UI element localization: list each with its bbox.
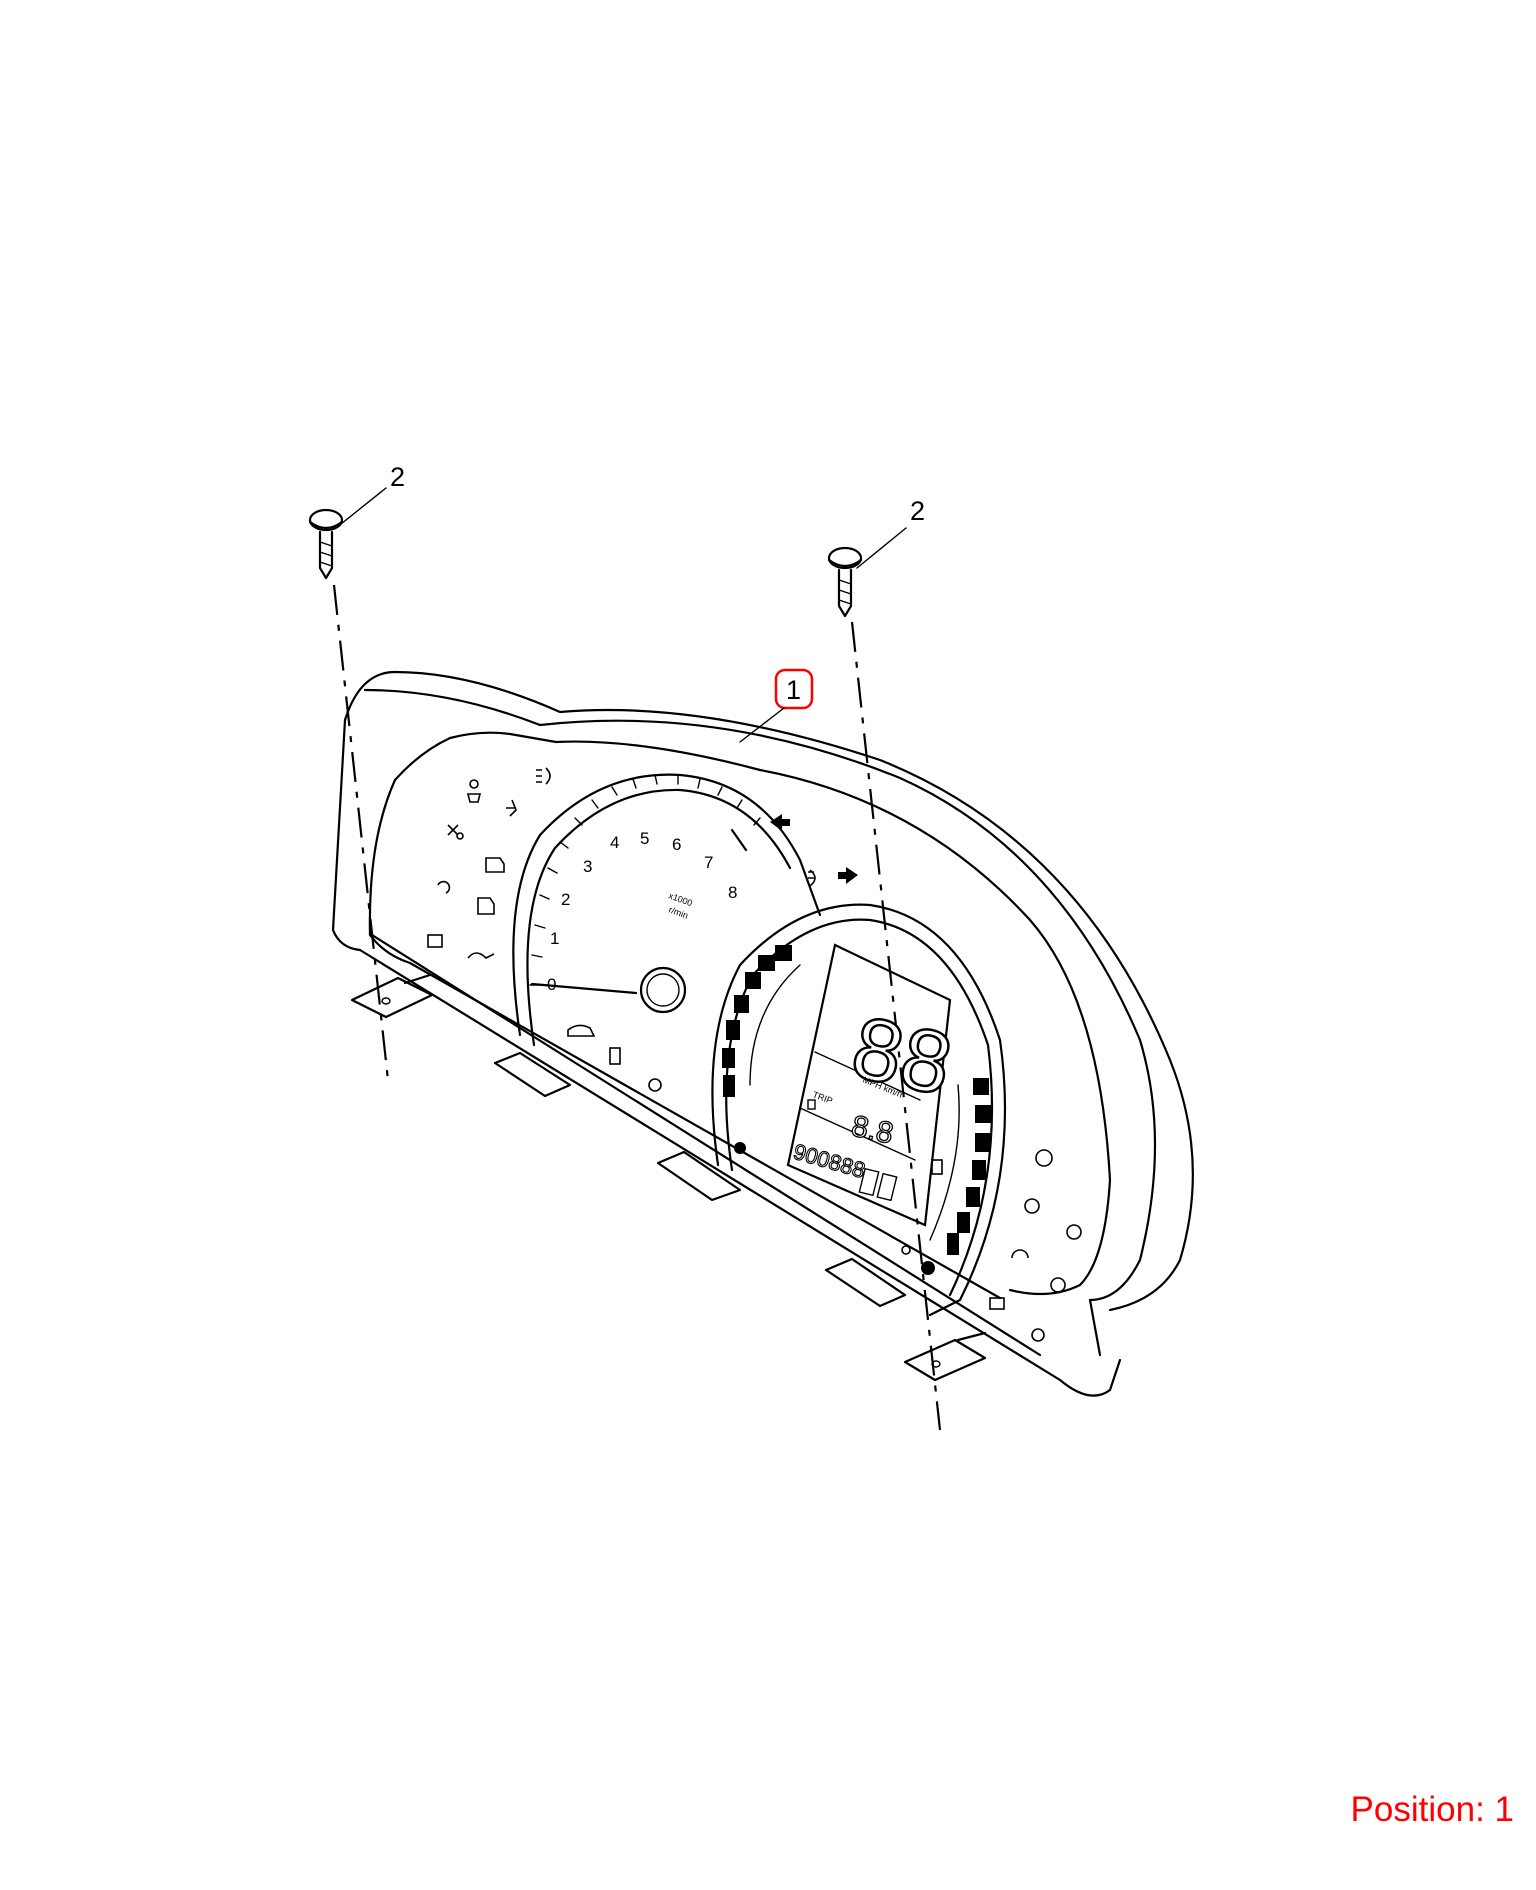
warning-person-icon xyxy=(506,799,517,817)
trip-value: 8.8 xyxy=(849,1110,897,1151)
seatbelt-icon xyxy=(466,779,482,803)
turn-right-icon xyxy=(838,867,858,884)
abs-icon xyxy=(1035,1149,1053,1167)
stability-icon xyxy=(1031,1328,1045,1342)
tach-label-3: 3 xyxy=(583,857,592,876)
brake-icon xyxy=(1024,1198,1040,1214)
leader-line-2-left xyxy=(335,487,387,529)
screw-right xyxy=(827,546,863,618)
screw-left xyxy=(308,508,344,580)
tach-label-6: 6 xyxy=(672,835,681,854)
battery-charge-icon xyxy=(989,1297,1005,1310)
sun-icon xyxy=(901,1245,911,1255)
tachometer-gauge: 0 1 2 3 4 5 6 7 8 x1000 r/min xyxy=(512,773,822,1047)
axis-line-left xyxy=(332,584,390,1081)
fog-light-icon xyxy=(536,767,551,785)
engine-check-icon xyxy=(477,897,495,915)
leader-line-2-right xyxy=(856,527,907,569)
cluster-housing xyxy=(331,670,1194,1397)
tpms-icon xyxy=(1011,1249,1029,1259)
tire-icon xyxy=(648,1078,662,1092)
turn-left-icon xyxy=(770,814,790,831)
steering-icon xyxy=(437,880,451,894)
warning-icons xyxy=(427,767,1082,1342)
gear-icon xyxy=(1066,1224,1082,1240)
tach-unit-line2: r/min xyxy=(667,904,689,920)
callout-1-highlight-box xyxy=(774,668,814,710)
speedometer-gauge: 88 MPH km/h TRIP 8.8 900888 xyxy=(711,903,1007,1317)
door-ajar-icon xyxy=(567,1024,596,1037)
fuel-pump-icon xyxy=(931,1159,943,1175)
tach-label-0: 0 xyxy=(547,975,556,994)
seat-icon xyxy=(609,1047,621,1065)
fuel-bar-gauge xyxy=(947,1078,991,1255)
leader-line-1 xyxy=(739,707,785,743)
position-value: 1 xyxy=(1494,1790,1514,1829)
position-label: Position: xyxy=(1350,1790,1485,1829)
high-beam-icon xyxy=(808,869,816,887)
tach-label-2: 2 xyxy=(561,890,570,909)
battery-icon xyxy=(427,934,443,948)
airbag-icon xyxy=(447,824,464,840)
tach-label-8: 8 xyxy=(728,883,737,902)
oil-can-icon xyxy=(467,952,495,959)
callout-2-left: 2 xyxy=(390,462,405,492)
temperature-bar-gauge xyxy=(722,945,792,1097)
callout-2-right: 2 xyxy=(910,496,925,526)
tach-label-7: 7 xyxy=(704,853,713,872)
tach-label-5: 5 xyxy=(640,829,649,848)
speed-digits: 88 xyxy=(844,997,960,1114)
cruise-icon xyxy=(1050,1277,1066,1293)
tach-label-4: 4 xyxy=(610,833,619,852)
tach-label-1: 1 xyxy=(550,929,559,948)
position-indicator: Position: 1 xyxy=(1351,1790,1514,1830)
callout-1: 1 xyxy=(786,675,801,705)
odometer-value: 900888 xyxy=(791,1139,868,1183)
engine-icon xyxy=(485,857,505,873)
